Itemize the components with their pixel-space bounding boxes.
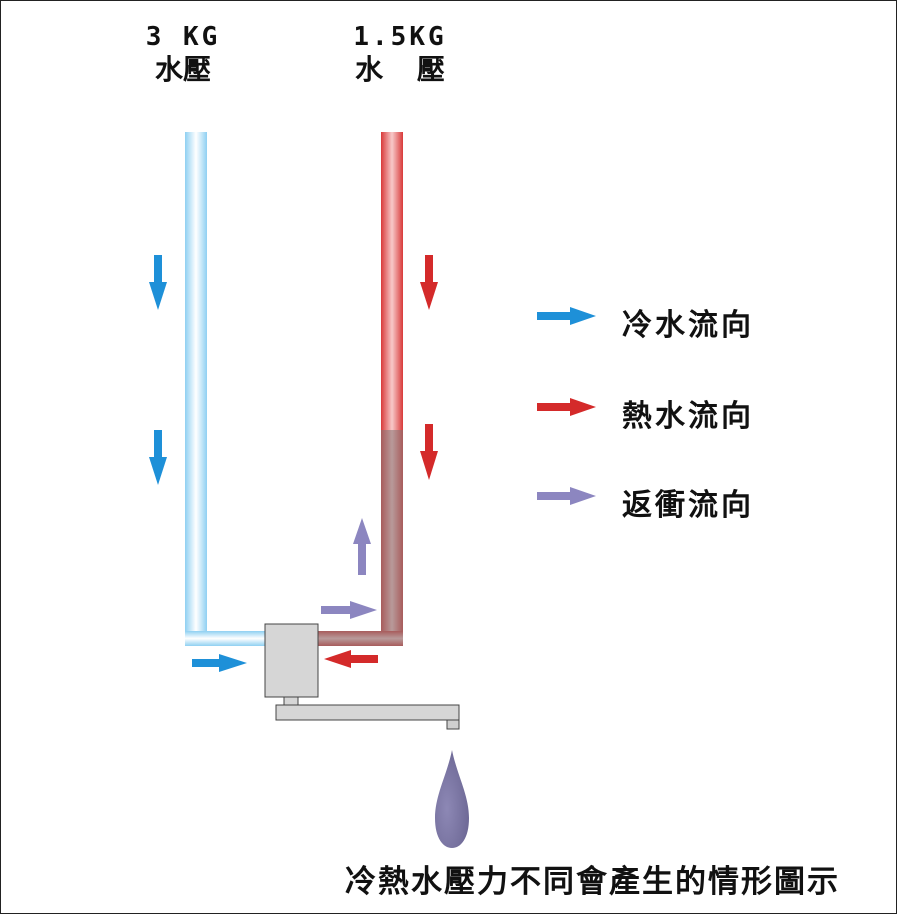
cold-flow-arrow-down-2 [149,430,167,485]
cold-flow-arrow-right [192,654,247,672]
legend-arrow-hot [537,398,596,416]
mixed-pipe-horizontal [318,631,403,646]
hot-pressure-value: 1.5KG [353,22,447,52]
backflow-arrow-up [353,518,371,575]
cold-flow-arrow-down-1 [149,255,167,310]
mixed-pipe-vertical [381,430,403,646]
legend-arrow-cold [537,307,596,325]
hot-flow-arrow-left [324,650,378,668]
legend-arrow-backflow [537,487,596,505]
hot-pressure-label: 水 壓 [355,53,445,86]
legend-label-cold: 冷水流向 [622,308,754,343]
water-drop [435,750,469,848]
legend-label-hot: 熱水流向 [622,399,754,434]
valve-body [264,623,319,698]
cold-pressure-value: 3 KG [145,22,221,52]
cold-pipe-horizontal [185,631,265,646]
hot-flow-arrow-down-1 [420,255,438,310]
cold-pipe-vertical [185,132,207,644]
valve-stem [283,696,299,706]
faucet-outlet [446,719,460,730]
cold-pressure-label: 水壓 [154,53,211,86]
hot-flow-arrow-down-2 [420,424,438,480]
diagram-caption: 冷熱水壓力不同會產生的情形圖示 [345,864,840,900]
faucet-spout [275,704,460,721]
backflow-arrow-right [321,601,377,619]
hot-pipe-vertical [381,132,403,430]
legend-label-backflow: 返衝流向 [622,488,754,523]
